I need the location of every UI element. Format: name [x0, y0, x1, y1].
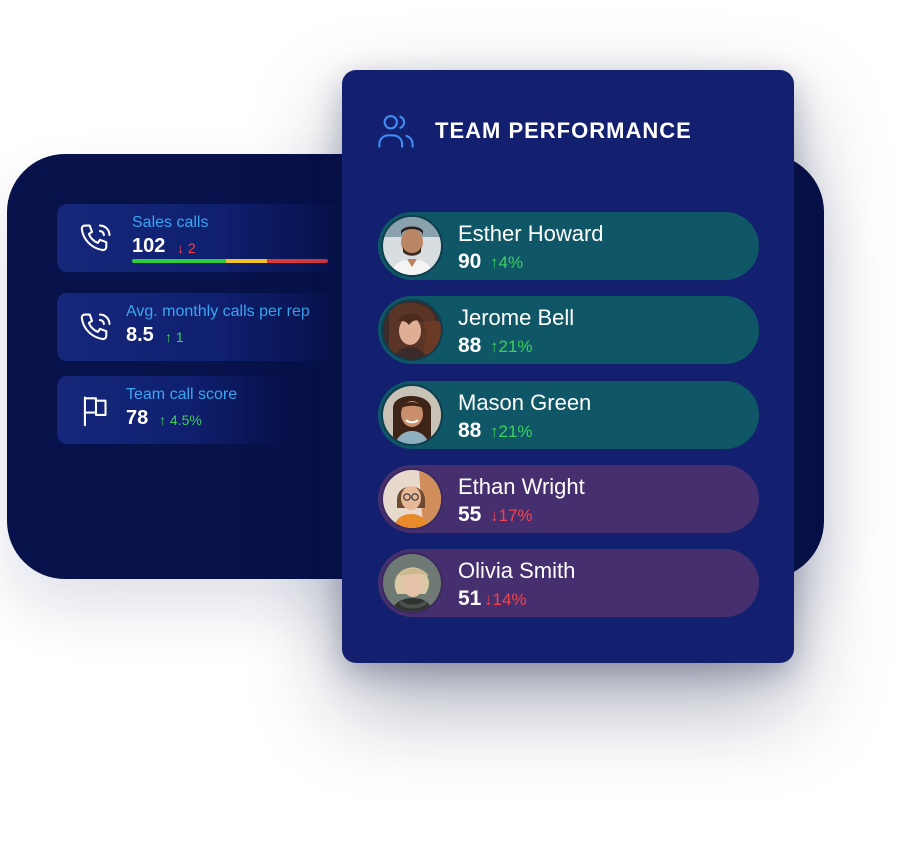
member-delta-value: 17% — [498, 506, 533, 525]
member-score: 51 — [458, 587, 482, 610]
team-performance-card: TEAM PERFORMANCE Esther Howard 90 ↑4% — [342, 70, 794, 663]
member-name: Olivia Smith — [458, 558, 576, 583]
member-delta-value: 14% — [492, 590, 527, 609]
member-name: Jerome Bell — [458, 305, 575, 330]
metric-team-call-score[interactable]: Team call score 78 ↑ 4.5% — [57, 376, 287, 444]
metric-delta: ↑ 4.5% — [159, 412, 202, 428]
arrow-up-icon: ↑ — [159, 412, 166, 428]
member-delta: ↑21% — [490, 337, 533, 357]
users-icon — [378, 115, 414, 148]
member-score: 88 — [458, 334, 482, 357]
metric-label: Team call score — [126, 386, 238, 403]
avatar — [381, 215, 443, 277]
member-score: 55 — [458, 503, 482, 526]
metric-value: 8.5 — [126, 324, 154, 346]
avatar — [381, 552, 443, 614]
member-score: 90 — [458, 250, 482, 273]
metric-delta-value: 2 — [187, 240, 196, 256]
metric-delta-value: 4.5% — [169, 412, 202, 428]
avatar — [381, 384, 443, 446]
phone-icon — [80, 224, 111, 252]
sales-calls-progress-bar — [132, 259, 328, 263]
arrow-up-icon: ↑ — [490, 422, 499, 441]
phone-icon — [80, 313, 111, 341]
member-delta-value: 21% — [498, 337, 533, 356]
metric-sales-calls[interactable]: Sales calls 102 ↓ 2 — [57, 204, 347, 272]
metric-value: 78 — [126, 407, 149, 429]
metric-label: Avg. monthly calls per rep — [126, 303, 310, 320]
arrow-down-icon: ↓ — [177, 240, 184, 256]
member-delta-value: 21% — [498, 422, 533, 441]
member-delta-value: 4% — [498, 253, 524, 272]
metric-delta: ↑ 1 — [165, 329, 184, 345]
team-title: TEAM PERFORMANCE — [435, 118, 692, 143]
member-name: Mason Green — [458, 390, 592, 415]
metric-value: 102 — [132, 235, 166, 257]
avatar — [381, 299, 443, 361]
member-name: Ethan Wright — [458, 474, 585, 499]
bar-segment-red — [267, 259, 328, 263]
bar-segment-yellow — [226, 259, 268, 263]
arrow-down-icon: ↓ — [490, 506, 499, 525]
member-delta: ↓14% — [484, 590, 527, 610]
team-member-row[interactable]: Mason Green 88 ↑21% — [378, 381, 759, 449]
arrow-up-icon: ↑ — [490, 253, 499, 272]
bar-segment-green — [132, 259, 227, 263]
team-member-row[interactable]: Jerome Bell 88 ↑21% — [378, 296, 759, 364]
member-name: Esther Howard — [458, 221, 604, 246]
team-member-row[interactable]: Ethan Wright 55 ↓17% — [378, 465, 759, 533]
flag-icon — [83, 396, 107, 427]
metric-label: Sales calls — [132, 214, 209, 231]
team-header: TEAM PERFORMANCE — [375, 110, 692, 152]
metric-avg-monthly-calls[interactable]: Avg. monthly calls per rep 8.5 ↑ 1 — [57, 293, 347, 361]
team-member-row[interactable]: Olivia Smith 51 ↓14% — [378, 549, 759, 617]
member-score: 88 — [458, 419, 482, 442]
arrow-up-icon: ↑ — [165, 329, 172, 345]
metric-delta: ↓ 2 — [177, 240, 196, 256]
member-delta: ↓17% — [490, 506, 533, 526]
team-member-row[interactable]: Esther Howard 90 ↑4% — [378, 212, 759, 280]
arrow-down-icon: ↓ — [484, 590, 493, 609]
member-delta: ↑4% — [490, 253, 523, 273]
member-delta: ↑21% — [490, 422, 533, 442]
arrow-up-icon: ↑ — [490, 337, 499, 356]
metric-delta-value: 1 — [175, 329, 184, 345]
avatar — [381, 468, 443, 530]
